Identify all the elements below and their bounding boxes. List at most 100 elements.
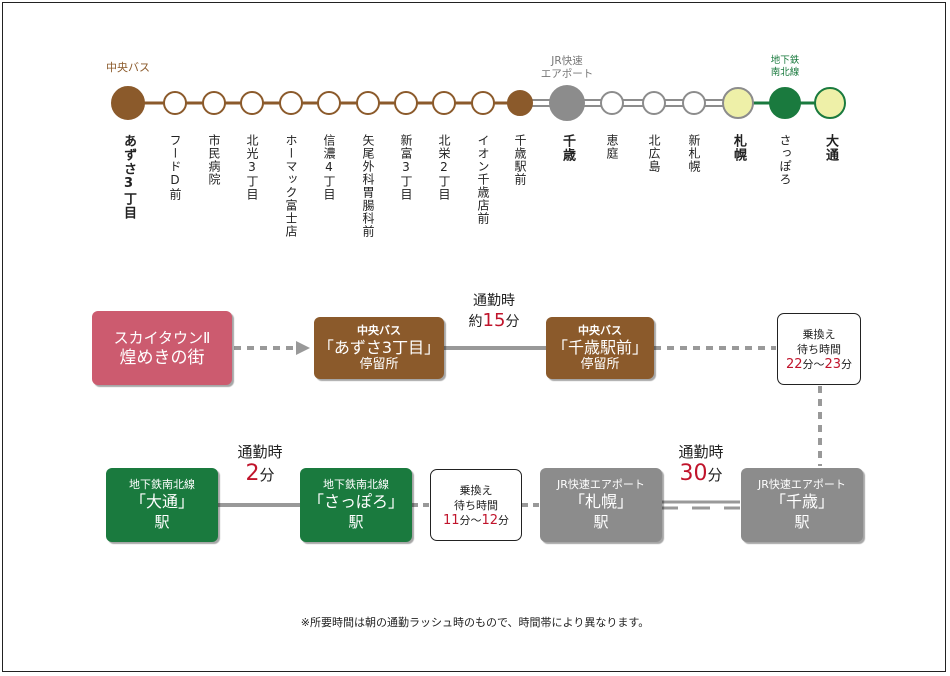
station-name: 新富3丁目 <box>399 134 413 201</box>
station-dot <box>432 91 456 115</box>
subway-odori-name: 「大通」 <box>129 492 194 511</box>
transfer-subway-sep: 〜 <box>470 513 482 527</box>
commute-subway-value: 2 <box>245 461 260 486</box>
subway-odori-line: 地下鉄南北線 <box>129 478 195 491</box>
subway-sapporo-line: 地下鉄南北線 <box>323 478 389 491</box>
station-dot <box>549 85 585 121</box>
subway-line-label: 地下鉄 南北線 <box>770 55 800 78</box>
station-dot <box>769 87 801 119</box>
station-name: 矢尾外科胃腸科前 <box>361 134 375 238</box>
station-name: 恵庭 <box>605 134 619 160</box>
jr-chitose-name: 「千歳」 <box>769 492 834 511</box>
station-dot <box>682 91 706 115</box>
station-name: ホーマック富士店 <box>284 134 298 238</box>
station-name: 市民病院 <box>207 134 221 186</box>
commute-subway-label: 通勤時 2分 <box>237 441 282 486</box>
commute-bus-title: 通勤時 <box>473 293 515 309</box>
footnote: ※所要時間は朝の通勤ラッシュ時のもので、時間帯により異なります。 <box>300 616 650 629</box>
bus-stop-azusa-sub: 停留所 <box>359 357 399 372</box>
subway-odori-sub: 駅 <box>154 513 170 531</box>
station-dot <box>814 87 846 119</box>
transfer-jr-subtitle: 待ち時間 <box>797 342 841 356</box>
station-name: 北栄2丁目 <box>437 134 451 201</box>
commute-jr-time: 30分 <box>678 463 723 486</box>
transfer-subway-min: 11 <box>442 512 460 528</box>
station-name: 新札幌 <box>687 134 701 173</box>
station-dot <box>111 86 145 120</box>
transfer-subway-title: 乗換え <box>459 483 493 497</box>
transfer-subway-subtitle: 待ち時間 <box>454 498 498 512</box>
commute-jr-label: 通勤時 30分 <box>678 441 723 486</box>
station-name: 信濃4丁目 <box>322 134 336 201</box>
station-dot <box>279 91 303 115</box>
commute-bus-prefix: 約 <box>468 314 483 330</box>
jr-chitose-line: JR快速エアポート <box>758 478 846 491</box>
station-dot <box>507 90 533 116</box>
station-name: 北光3丁目 <box>245 134 259 201</box>
transfer-jr-unit2: 分 <box>841 357 853 371</box>
subway-sapporo-box: 地下鉄南北線 「さっぽろ」 駅 <box>300 468 412 542</box>
jr-chitose-sub: 駅 <box>794 513 810 531</box>
station-name: あずさ3丁目 <box>121 134 136 220</box>
station-dot <box>642 91 666 115</box>
bus-stop-chitose-sub: 停留所 <box>580 357 620 372</box>
bus-stop-chitose-name: 「千歳駅前」 <box>551 338 648 357</box>
commute-bus-time: 約15分 <box>469 311 520 332</box>
bus-stop-azusa-box: 中央バス 「あずさ3丁目」 停留所 <box>314 317 444 379</box>
station-dot <box>394 91 418 115</box>
origin-box: スカイタウンⅡ 煌めきの街 <box>92 311 232 385</box>
jr-sapporo-sub: 駅 <box>593 513 609 531</box>
commute-bus-unit: 分 <box>505 314 520 330</box>
station-dot <box>317 91 341 115</box>
station-dot <box>163 91 187 115</box>
station-name: さっぽろ <box>778 134 792 186</box>
station-name: 大通 <box>823 134 838 162</box>
transfer-subway-unit2: 分 <box>498 513 510 527</box>
station-name: 北広島 <box>647 134 661 173</box>
subway-odori-box: 地下鉄南北線 「大通」 駅 <box>106 468 218 542</box>
transfer-jr-unit1: 分 <box>802 357 814 371</box>
jr-chitose-box: JR快速エアポート 「千歳」 駅 <box>741 468 863 542</box>
station-dot <box>202 91 226 115</box>
transfer-subway-unit1: 分 <box>459 513 471 527</box>
station-dot <box>240 91 264 115</box>
bus-stop-chitose-box: 中央バス 「千歳駅前」 停留所 <box>546 317 654 379</box>
commute-jr-title: 通勤時 <box>678 443 724 461</box>
station-name: 札幌 <box>731 134 746 162</box>
transfer-jr-box: 乗換え 待ち時間 22分〜23分 <box>777 313 861 385</box>
commute-jr-value: 30 <box>679 461 708 486</box>
origin-line2: 煌めきの街 <box>119 348 205 368</box>
transfer-jr-title: 乗換え <box>802 327 836 341</box>
commute-subway-time: 2分 <box>237 463 282 486</box>
commute-jr-unit: 分 <box>707 466 723 484</box>
station-name: フードD前 <box>168 134 182 201</box>
bus-line-label: 中央バス <box>106 61 150 74</box>
jr-line-label: JR快速 エアポート <box>540 55 594 80</box>
bus-stop-chitose-line: 中央バス <box>578 324 622 337</box>
jr-sapporo-line: JR快速エアポート <box>557 478 645 491</box>
jr-sapporo-box: JR快速エアポート 「札幌」 駅 <box>540 468 662 542</box>
bus-stop-azusa-line: 中央バス <box>357 324 401 337</box>
commute-bus-label: 通勤時 約15分 <box>469 291 520 332</box>
jr-sapporo-name: 「札幌」 <box>568 492 633 511</box>
transfer-subway-max: 12 <box>481 512 499 528</box>
station-name: イオン千歳店前 <box>476 134 490 225</box>
transfer-jr-sep: 〜 <box>813 357 825 371</box>
arrow-head <box>296 341 310 355</box>
station-dot <box>356 91 380 115</box>
transfer-jr-min: 22 <box>785 356 803 372</box>
transfer-subway-box: 乗換え 待ち時間 11分〜12分 <box>430 469 522 541</box>
station-name: 千歳 <box>560 134 575 162</box>
origin-line1: スカイタウンⅡ <box>113 329 211 347</box>
subway-sapporo-name: 「さっぽろ」 <box>307 492 404 511</box>
transfer-jr-time: 22分〜23分 <box>786 357 852 372</box>
commute-bus-value: 15 <box>482 310 506 331</box>
transfer-subway-time: 11分〜12分 <box>443 513 509 528</box>
commute-subway-unit: 分 <box>259 466 275 484</box>
station-dot <box>471 91 495 115</box>
transfer-jr-max: 23 <box>824 356 842 372</box>
station-name: 千歳駅前 <box>513 134 527 186</box>
station-dot <box>722 87 754 119</box>
